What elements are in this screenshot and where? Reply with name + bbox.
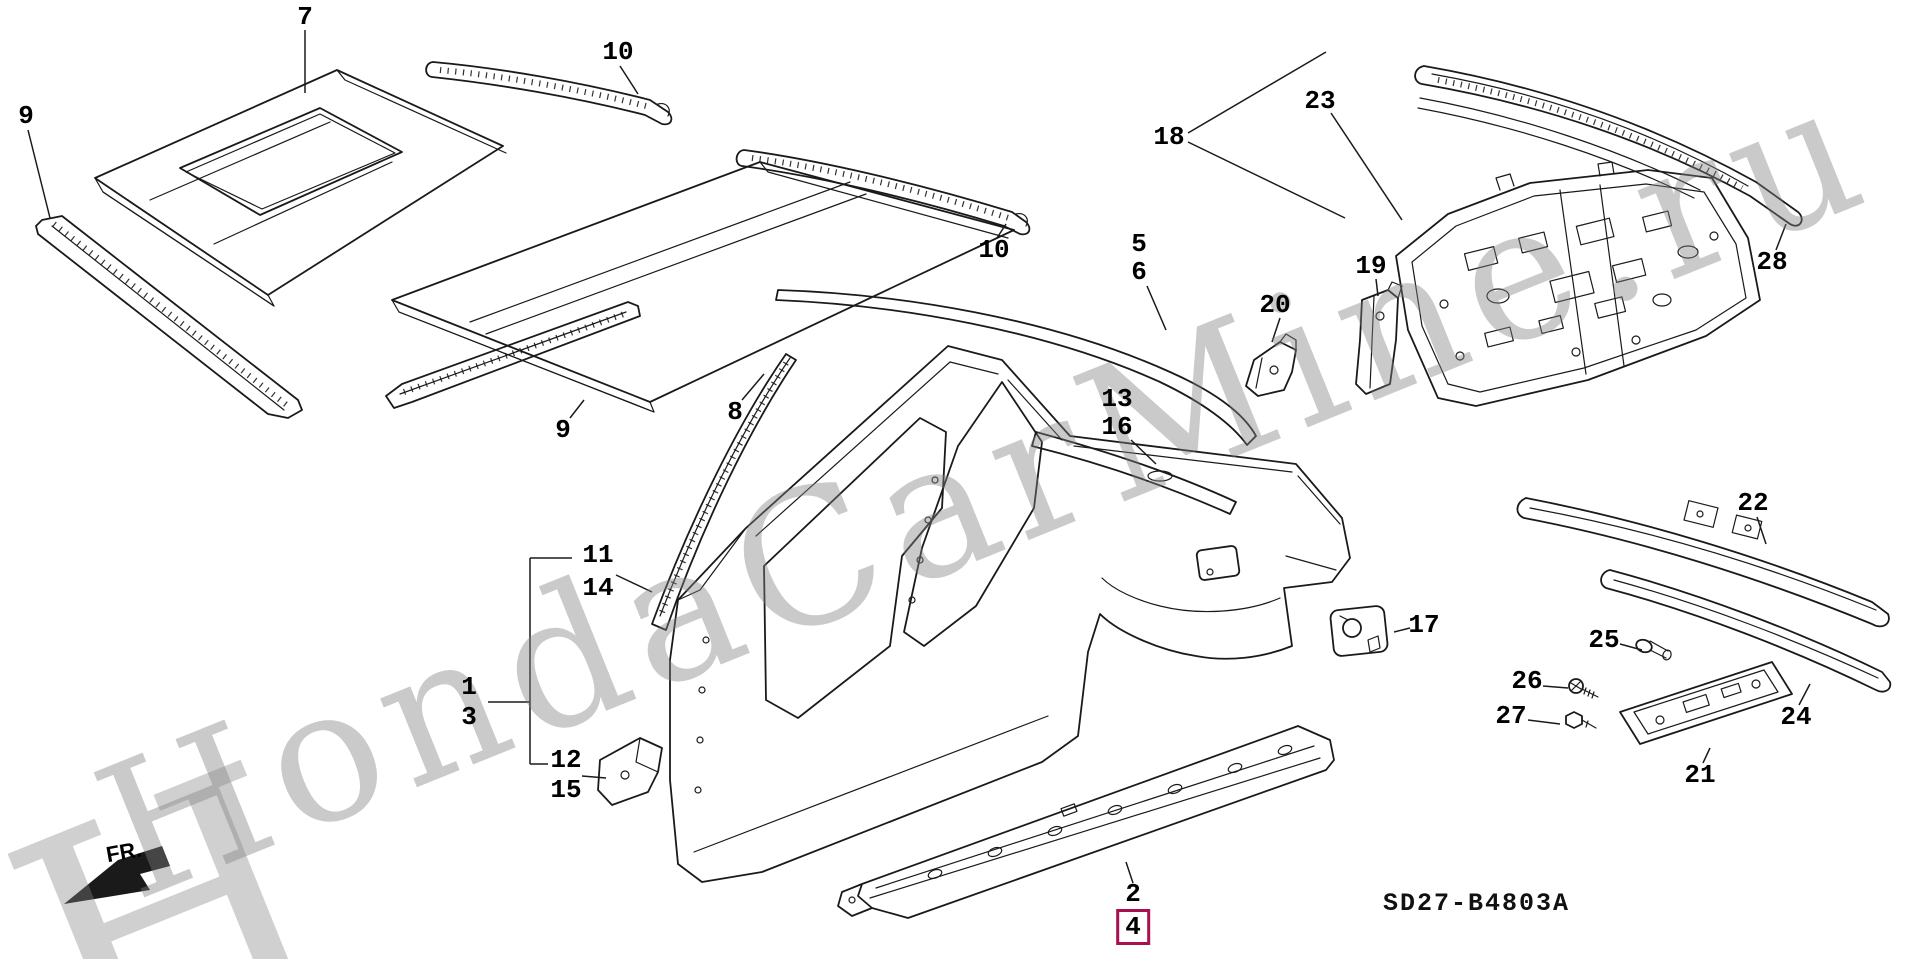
- part-label-2[interactable]: 2: [1125, 879, 1141, 909]
- part-label-14[interactable]: 14: [582, 573, 614, 603]
- part-17-fuel-lid-drawing: [1329, 605, 1389, 657]
- part-label-9b[interactable]: 9: [555, 415, 571, 445]
- part-5-drip-molding-drawing: [775, 289, 1257, 446]
- part-25-pin-drawing: [1635, 638, 1672, 661]
- part-label-19[interactable]: 19: [1355, 251, 1387, 281]
- part-9-side-roof-rail-drawing: [35, 215, 303, 419]
- part-9-side-roof-rail-2-drawing: [385, 301, 641, 409]
- part-10-front-roof-rail-2-drawing: [735, 149, 1031, 236]
- part-label-7[interactable]: 7: [297, 2, 313, 32]
- part-label-17[interactable]: 17: [1408, 610, 1440, 640]
- part-label-13[interactable]: 13: [1101, 384, 1133, 414]
- part-label-24[interactable]: 24: [1780, 702, 1812, 732]
- part-11-pillar-molding-drawing: [651, 353, 797, 631]
- part-label-26[interactable]: 26: [1511, 666, 1543, 696]
- part-label-15[interactable]: 15: [550, 775, 582, 805]
- part-label-3[interactable]: 3: [461, 702, 477, 732]
- part-26-screw-drawing: [1568, 678, 1599, 699]
- part-label-21[interactable]: 21: [1684, 760, 1716, 790]
- part-label-20[interactable]: 20: [1259, 290, 1291, 320]
- part-label-5[interactable]: 5: [1131, 229, 1147, 259]
- part-18-rear-panel-drawing: [1395, 161, 1761, 407]
- part-label-10b[interactable]: 10: [978, 235, 1010, 265]
- part-22-rear-molding-drawing: [1516, 497, 1890, 628]
- part-20-bracket-drawing: [1245, 333, 1297, 397]
- part-13-quarter-molding-drawing: [1031, 431, 1237, 515]
- part-label-10a[interactable]: 10: [602, 37, 634, 67]
- part-label-11[interactable]: 11: [582, 540, 614, 570]
- part-10-front-roof-rail-drawing: [425, 61, 673, 126]
- leader-lines: [27, 30, 1811, 884]
- part-label-9a[interactable]: 9: [18, 101, 34, 131]
- part-label-22[interactable]: 22: [1737, 488, 1769, 518]
- diagram-code: SD27-B4803A: [1383, 889, 1571, 918]
- part-2-sill-panel-drawing: [837, 725, 1335, 919]
- part-label-1[interactable]: 1: [461, 672, 477, 702]
- fr-direction-indicator: FR.: [64, 836, 170, 904]
- part-label-4-highlighted[interactable]: 4: [1116, 909, 1150, 945]
- part-1-side-panel-drawing: [669, 345, 1351, 883]
- part-21-garnish-drawing: [1619, 661, 1793, 745]
- part-27-clip-drawing: [1565, 711, 1597, 729]
- part-label-25[interactable]: 25: [1588, 625, 1620, 655]
- part-7-roof-panel-sunroof-drawing: [94, 69, 507, 307]
- part-28-rear-rail-drawing: [1414, 65, 1803, 227]
- part-label-23[interactable]: 23: [1304, 86, 1336, 116]
- part-label-8[interactable]: 8: [727, 397, 743, 427]
- part-label-18[interactable]: 18: [1153, 122, 1185, 152]
- part-label-16[interactable]: 16: [1101, 412, 1133, 442]
- part-label-12[interactable]: 12: [550, 745, 582, 775]
- part-label-27[interactable]: 27: [1495, 701, 1527, 731]
- part-label-6[interactable]: 6: [1131, 257, 1147, 287]
- part-12-front-bracket-drawing: [597, 737, 663, 806]
- part-24-rear-molding-lower-drawing: [1600, 569, 1892, 693]
- part-19-bracket-drawing: [1355, 281, 1403, 395]
- fr-label: FR.: [104, 836, 143, 867]
- part-label-28[interactable]: 28: [1756, 247, 1788, 277]
- fr-arrow-icon: [64, 846, 170, 904]
